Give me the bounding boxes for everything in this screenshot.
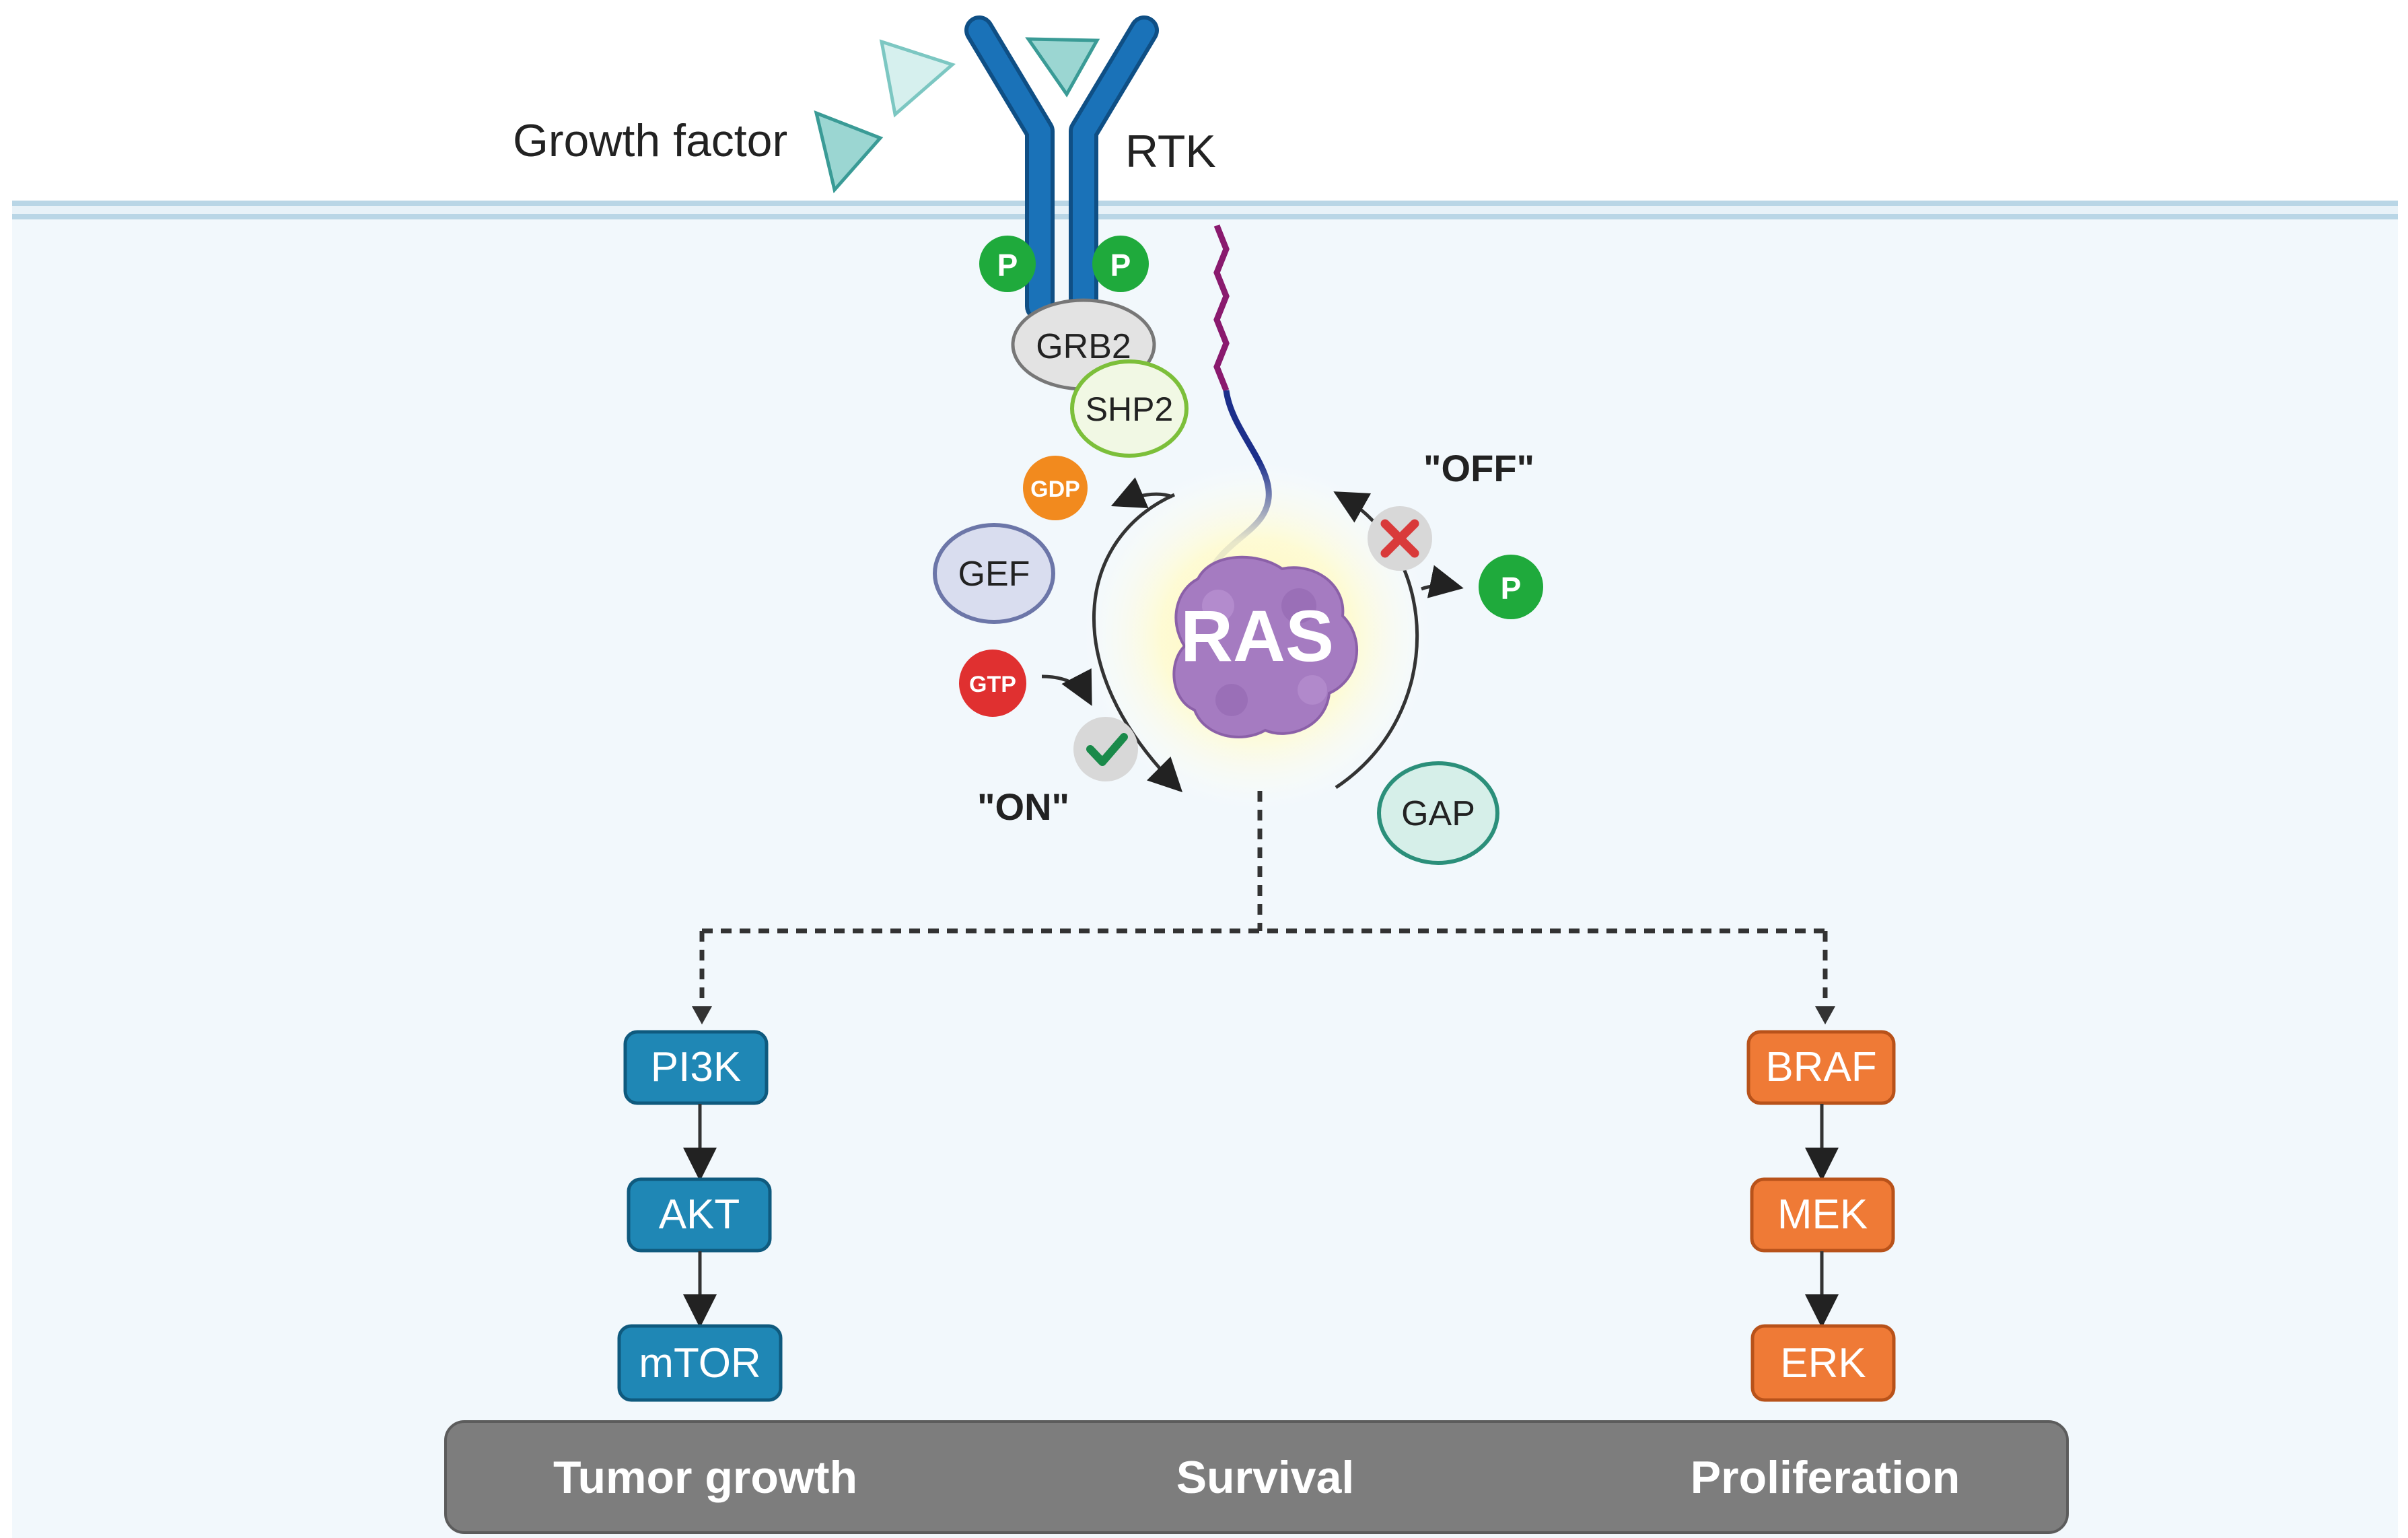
downstream-branch <box>699 791 1828 1010</box>
gtp-icon: GTP <box>959 650 1026 717</box>
phosphate-icon: P <box>1092 236 1149 292</box>
gap-protein: GAP <box>1377 761 1499 865</box>
on-label: "ON" <box>977 785 1069 828</box>
phosphate-icon: P <box>979 236 1036 292</box>
outcome-proliferation: Proliferation <box>1691 1452 1960 1503</box>
gdp-icon: GDP <box>1023 456 1088 520</box>
pi3k-pathway: PI3K AKT mTOR <box>617 1030 783 1402</box>
outcome-survival: Survival <box>1176 1452 1355 1503</box>
growth-factor-label: Growth factor <box>513 115 787 166</box>
svg-text:P: P <box>997 248 1018 283</box>
pathway-node-label: AKT <box>659 1191 740 1238</box>
cell-membrane <box>12 201 2398 219</box>
braf-pathway: BRAF MEK ERK <box>1746 1030 1896 1402</box>
pathway-node-label: ERK <box>1780 1340 1866 1387</box>
pathway-node-label: BRAF <box>1765 1044 1876 1090</box>
growth-factor-icon <box>814 37 1100 194</box>
outcome-bar: Tumor growth Survival Proliferation <box>444 1420 2069 1534</box>
svg-text:GAP: GAP <box>1401 794 1475 833</box>
svg-text:P: P <box>1110 248 1131 283</box>
rtk-receptor-icon <box>964 15 1159 321</box>
arrow-to-pi3k <box>692 1006 712 1024</box>
check-icon <box>1073 717 1138 781</box>
svg-text:SHP2: SHP2 <box>1086 390 1174 428</box>
gef-protein: GEF <box>933 523 1055 624</box>
shp2-protein: SHP2 <box>1070 359 1189 458</box>
phosphate-release-arrow <box>1421 565 1464 598</box>
svg-text:P: P <box>1501 571 1522 606</box>
cytoplasm-region <box>12 214 2398 1538</box>
arrow-to-braf <box>1815 1006 1835 1024</box>
phosphate-icon: P <box>1479 555 1543 619</box>
gtp-entry-arrow <box>1041 668 1092 706</box>
svg-text:GRB2: GRB2 <box>1036 327 1131 366</box>
off-label: "OFF" <box>1423 447 1534 489</box>
rtk-label: RTK <box>1125 126 1216 177</box>
pathway-node-label: PI3K <box>651 1044 741 1090</box>
svg-text:GTP: GTP <box>969 672 1016 697</box>
svg-text:RAS: RAS <box>1180 595 1334 676</box>
svg-text:GEF: GEF <box>958 555 1030 594</box>
pathway-node-label: mTOR <box>639 1340 760 1387</box>
svg-text:GDP: GDP <box>1030 477 1080 502</box>
gdp-release-arrow <box>1110 477 1173 509</box>
ras-protein: RAS <box>1172 555 1358 738</box>
pathway-node-label: MEK <box>1777 1191 1868 1238</box>
outcome-tumor-growth: Tumor growth <box>553 1452 857 1503</box>
close-icon <box>1368 506 1432 571</box>
lipid-anchor <box>1213 224 1230 392</box>
